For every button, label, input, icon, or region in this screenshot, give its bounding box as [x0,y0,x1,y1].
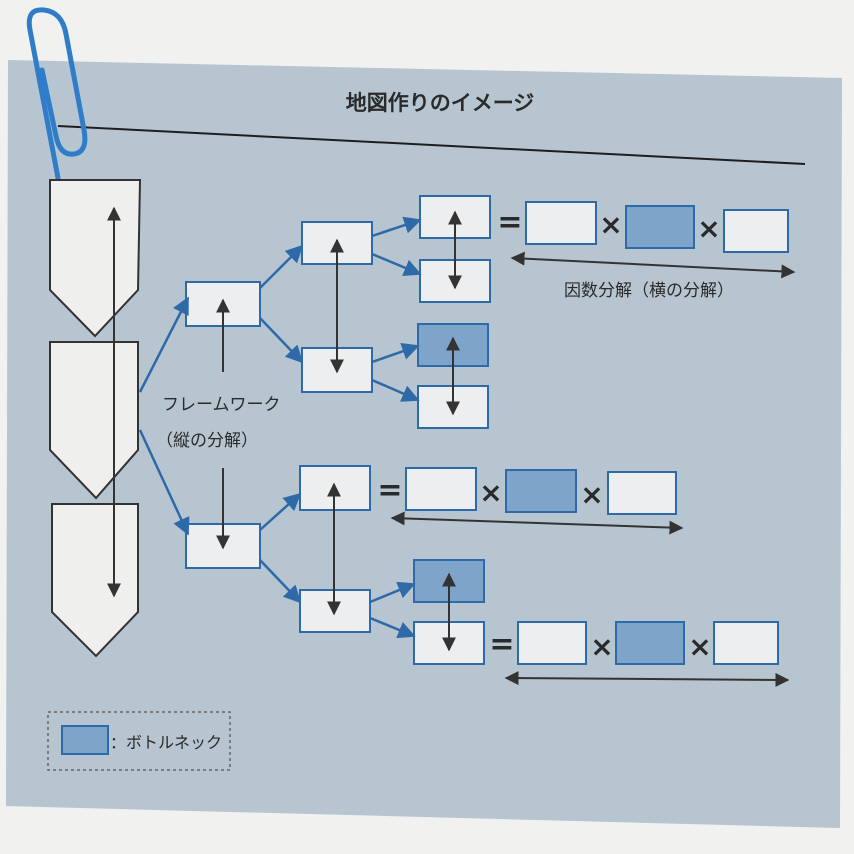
arrow-l2a-to-l3a [371,216,422,238]
legend-bottleneck-swatch [61,725,109,755]
legend-label: ：ボトルネック [110,733,222,752]
factor-2-box-3 [607,471,677,515]
title-rule [57,125,806,165]
factor-2-box-2-bottleneck [505,469,577,513]
framework-label-line1: フレームワーク [162,395,281,415]
arrow-l1top-to-l2b [259,317,304,364]
factor-label: 因数分解（横の分解） [564,281,734,301]
arrow-to-l1-bottom [138,429,190,536]
arrow-l2d-to-l3f [369,616,416,639]
equals-2: = [377,473,402,508]
arrow-l2d-to-l3e [369,581,416,604]
factor-3-box-3 [713,621,779,665]
diagram-title: 地図作りのイメージ [346,91,535,115]
times-1b: × [697,212,720,245]
factor-3-box-2-bottleneck [615,621,685,665]
factor-2-box-1 [405,467,477,511]
equals-3: = [489,627,514,662]
framework-label-line2: （縦の分解） [156,431,258,451]
times-3a: × [590,630,613,663]
arrow-l2b-to-l3c [371,342,420,364]
arrow-l2b-to-l3d [371,378,420,402]
factor-1-horizontal-arrow [510,251,796,279]
factor-1-box-3 [723,209,789,253]
arrow-l1bottom-to-l2c [259,492,302,531]
times-3b: × [688,630,711,663]
legend-frame [47,711,231,771]
arrow-l2a-to-l3b [371,252,422,277]
times-1a: × [599,208,622,241]
arrow-to-l1-top [138,296,190,393]
times-2b: × [580,478,603,511]
equals-1: = [497,205,522,240]
factor-3-horizontal-arrow [504,671,790,687]
arrow-l1top-to-l2a [259,244,304,289]
paperclip-icon [26,7,88,181]
factor-2-horizontal-arrow [390,511,684,535]
times-2a: × [479,476,502,509]
factor-1-box-2-bottleneck [625,205,695,249]
factor-3-box-1 [517,621,587,665]
arrow-l1bottom-to-l2d [259,559,302,604]
factor-1-box-1 [525,201,597,245]
